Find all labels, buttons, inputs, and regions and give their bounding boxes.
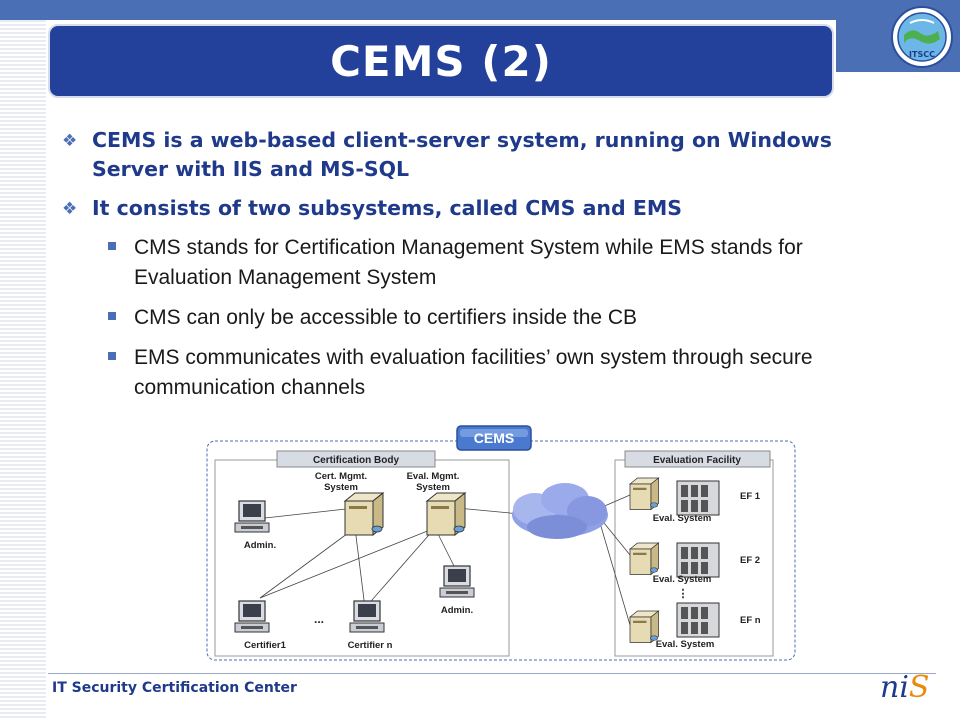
sub-bullet-text: CMS can only be accessible to certifiers…: [134, 306, 638, 329]
certifier-pc-icon: [234, 600, 270, 633]
eval-server-icon: [629, 542, 659, 575]
cems-architecture-diagram: Certification Body Evaluation Facility C…: [206, 425, 796, 661]
bullet-text: CEMS is a web-based client-server system…: [92, 128, 832, 181]
ef1-label: EF 1: [740, 491, 761, 502]
cms-server-label: Cert. Mgmt.: [315, 471, 367, 482]
ef-row: Eval. System EF 2: [629, 542, 760, 585]
logo-text: ITSCC: [909, 50, 935, 59]
eval-system-label: Eval. System: [653, 574, 712, 585]
bullet-item: ❖ CEMS is a web-based client-server syst…: [62, 126, 862, 184]
ems-server-icon: [426, 492, 466, 536]
certifier1-label: Certifier1: [244, 640, 286, 651]
bullet-list: ❖ CEMS is a web-based client-server syst…: [62, 126, 862, 413]
admin-pc-icon: [439, 565, 475, 598]
nis-logo-s: S: [908, 670, 930, 705]
cb-label: Certification Body: [313, 455, 400, 466]
certifier-n-label: Certifier n: [348, 640, 393, 651]
ems-server-label: System: [416, 482, 450, 493]
sub-bullet-item: CMS can only be accessible to certifiers…: [62, 303, 862, 333]
admin-left-label: Admin.: [244, 540, 276, 551]
ef2-label: EF 2: [740, 555, 760, 566]
vertical-ellipsis-text: ⋮: [678, 588, 689, 600]
square-bullet-icon: [108, 312, 116, 320]
admin-right-label: Admin.: [441, 605, 473, 616]
internet-cloud-icon: [512, 483, 608, 539]
itscc-logo-icon: ITSCC: [891, 6, 953, 68]
square-bullet-icon: [108, 242, 116, 250]
nis-logo: niS: [880, 670, 929, 705]
cms-server-icon: [344, 492, 384, 536]
diamond-bullet-icon: ❖: [62, 131, 78, 151]
sub-bullet-text: EMS communicates with evaluation facilit…: [134, 346, 813, 399]
square-bullet-icon: [108, 352, 116, 360]
bullet-text: It consists of two subsystems, called CM…: [92, 196, 682, 220]
ems-server-label: Eval. Mgmt.: [407, 471, 460, 482]
sub-bullet-item: EMS communicates with evaluation facilit…: [62, 343, 862, 403]
sub-bullet-text: CMS stands for Certification Management …: [134, 236, 803, 289]
slide-title: CEMS (2): [330, 36, 552, 86]
rack-server-icon: [676, 542, 720, 578]
cems-badge-text: CEMS: [474, 430, 514, 446]
certifier-pc-icon: [349, 600, 385, 633]
nis-logo-n: ni: [880, 670, 909, 705]
admin-pc-icon: [234, 500, 270, 533]
ef-label: Evaluation Facility: [653, 455, 741, 466]
sub-bullet-item: CMS stands for Certification Management …: [62, 233, 862, 293]
rack-server-icon: [676, 602, 720, 638]
ellipsis-text: ...: [314, 612, 324, 626]
diamond-bullet-icon: ❖: [62, 199, 78, 219]
top-banner: [0, 0, 960, 20]
left-striped-margin: [0, 20, 46, 720]
eval-server-icon: [629, 477, 659, 510]
bullet-item: ❖ It consists of two subsystems, called …: [62, 194, 862, 223]
rack-server-icon: [676, 480, 720, 516]
title-banner: CEMS (2): [48, 24, 834, 98]
footer-text: IT Security Certification Center: [52, 680, 297, 696]
eval-system-label: Eval. System: [653, 513, 712, 524]
ef-row: Eval. System EF n: [629, 602, 761, 650]
cms-server-label: System: [324, 482, 358, 493]
footer-divider: [48, 673, 936, 674]
eval-system-label: Eval. System: [656, 639, 715, 650]
efn-label: EF n: [740, 615, 761, 626]
ef-row: Eval. System EF 1: [629, 477, 761, 524]
eval-server-icon: [629, 610, 659, 643]
